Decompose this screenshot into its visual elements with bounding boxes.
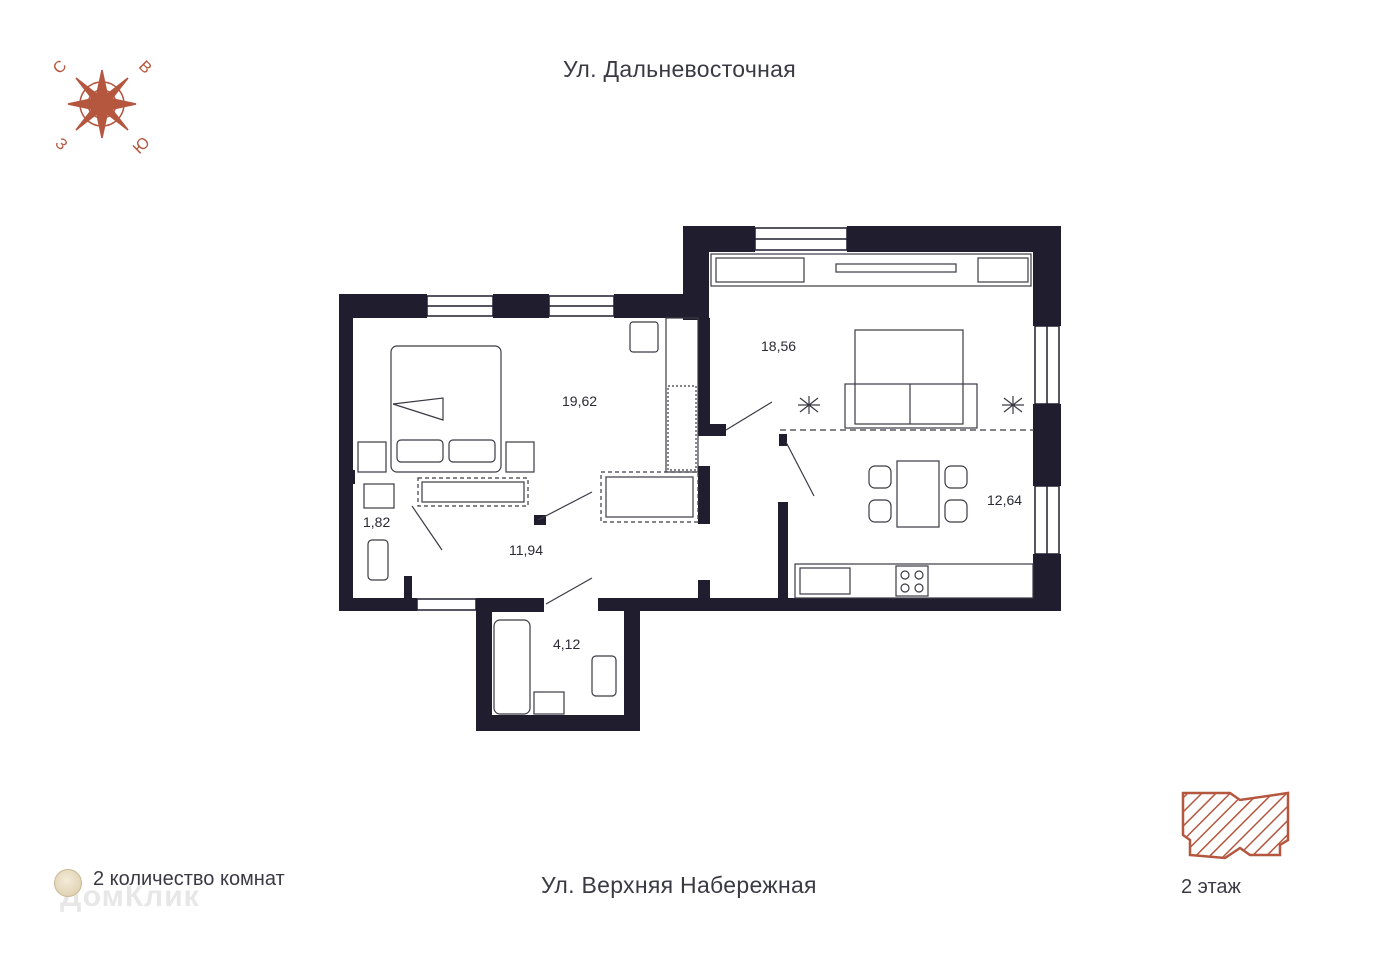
kitchen-counter-icon (794, 563, 1034, 599)
bedroom-area: 19,62 (562, 393, 597, 409)
compass-south: Ю (130, 134, 153, 157)
floor-label: 2 этаж (1181, 876, 1241, 898)
bathroom-area: 4,12 (553, 636, 580, 652)
living-room-area: 18,56 (761, 338, 796, 354)
bathroom-sink-icon (533, 691, 565, 715)
chair-icon (629, 321, 659, 353)
hallway-area: 11,94 (509, 542, 543, 558)
watermark: ДомКлик (60, 880, 200, 913)
bathtub-icon (493, 619, 531, 715)
plant-icon (798, 396, 820, 414)
room-count-label: 2 количество комнат (93, 868, 285, 890)
compass-icon: С В Ю З (50, 57, 155, 157)
plant-icon (1002, 396, 1024, 414)
room-count-icon (54, 869, 82, 897)
room-area-labels: 19,62 18,56 12,64 11,94 4,12 1,82 (363, 338, 1022, 652)
street-name-bottom: Ул. Верхняя Набережная (541, 872, 817, 898)
compass-west: З (51, 135, 70, 154)
sink-icon (363, 483, 395, 509)
kitchen-area: 12,64 (987, 492, 1022, 508)
furniture (357, 253, 1034, 715)
sofa-icon (854, 329, 964, 425)
tv-icon (835, 263, 957, 273)
wc-area: 1,82 (363, 514, 390, 530)
toilet-icon (367, 539, 389, 581)
apartment-walls (339, 226, 1061, 731)
stove-icon (895, 565, 929, 597)
street-name-top: Ул. Дальневосточная (563, 56, 796, 82)
dining-table-icon (896, 460, 940, 528)
compass-north: С (50, 57, 70, 77)
bathroom-toilet-icon (591, 655, 617, 697)
compass-east: В (135, 58, 155, 78)
nightstand-icon (357, 441, 387, 473)
windows (416, 227, 1060, 611)
bed-icon (390, 345, 502, 473)
floor-position-icon (1181, 791, 1290, 860)
